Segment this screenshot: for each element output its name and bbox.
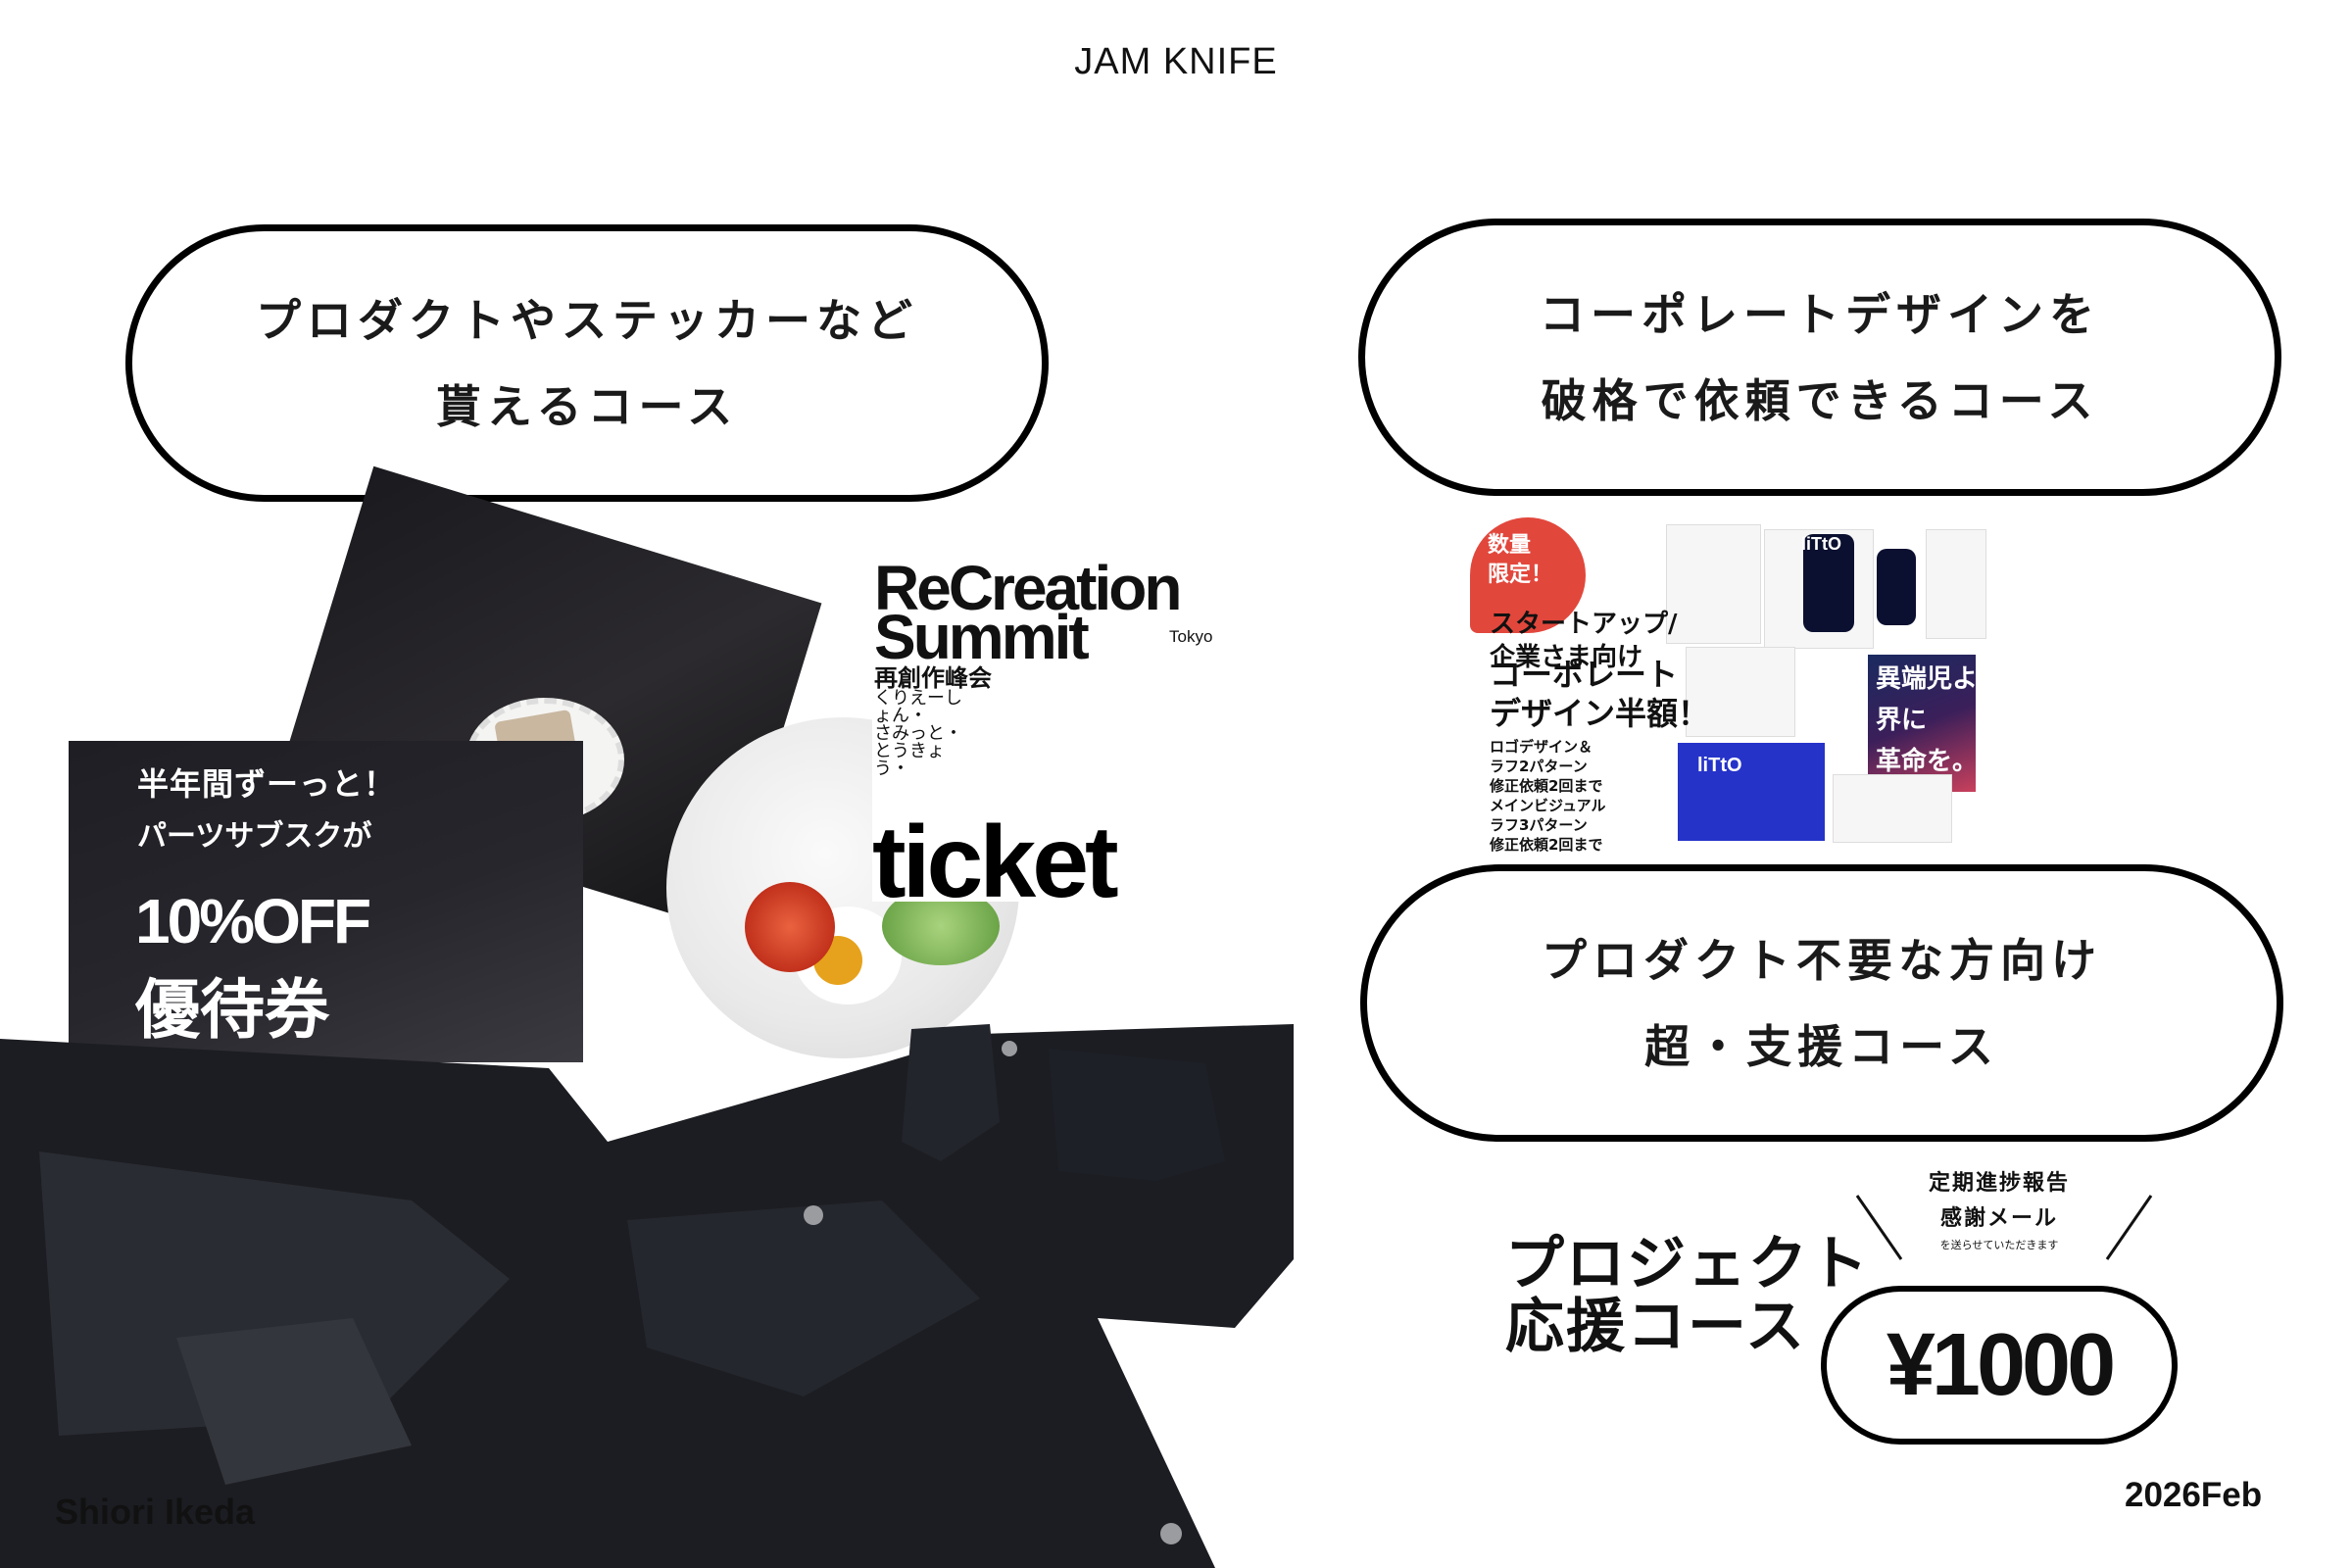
ticket-name: とうきょ [874,741,945,761]
flyer-detail: メインビジュアル [1490,797,1606,814]
flyer-headline-line: コーポレート [1490,656,1679,693]
limited-badge [1470,517,1586,633]
coupon-card [69,741,583,1062]
ticket-name: くりえーし [874,688,962,709]
corporate-course-line1: コーポレートデザインを [1540,287,2100,341]
product-course-line2: 貰えるコース [435,379,739,433]
support-course-line2: 超・支援コース [1644,1019,1999,1073]
flyer-headline-line: デザイン半額！ [1490,695,1710,732]
project-course-title: プロジェクト 応援コース [1505,1233,1870,1358]
corporate-course-line2: 破格で依頼できるコース [1541,373,2099,427]
note-line3: を送らせていただきます [1939,1239,2059,1251]
ticket-card [872,564,1259,902]
note-line2: 感謝メール [1939,1206,2058,1231]
flyer-logo: liTtO [1697,755,1742,776]
flyer-target: スタートアップ/ 企業さま向け [1490,608,1678,674]
badge-line: 数量 [1488,533,1532,558]
ticket-title-line1: ReCreation [874,553,1182,623]
support-course-line1: プロダクト不要な方向け [1542,933,2102,987]
logo-sketch-sheet [1666,524,1761,644]
project-title-line1: プロジェクト [1505,1230,1870,1298]
flyer-details: ロゴデザイン＆ ラフ2パターン 修正依頼2回まで メインビジュアル ラフ3パター… [1490,737,1606,855]
ticket-word: ticket [872,806,1119,919]
price-button[interactable]: ¥1000 [1821,1286,2178,1445]
flyer-detail: ラフ3パターン [1490,816,1588,834]
flyer-target-line: 企業さま向け [1490,643,1643,672]
brand-title: JAM KNIFE [1074,41,1278,82]
flyer-detail: 修正依頼2回まで [1490,777,1603,795]
ticket-title: ReCreation Summit [874,553,1182,672]
ticket-name: ょん・ [874,706,927,726]
corporate-course-card[interactable]: コーポレートデザインを 破格で依頼できるコース [1358,219,2281,496]
flyer-detail: ロゴデザイン＆ [1490,738,1593,756]
ticket-title-line2: Summit [874,602,1090,672]
blue-package-image [1678,743,1825,841]
denim-photo [0,1024,1294,1568]
ticket-subtitle: 再創作峰会 [874,664,992,692]
mug-image [1833,774,1952,843]
poster-line: 界に [1876,706,1928,735]
support-course-card[interactable]: プロダクト不要な方向け 超・支援コース [1360,864,2283,1142]
ticket-names: くりえーし ょん・ さみっと・ とうきょ う・ [874,690,982,778]
revolution-poster [1868,655,1976,792]
coupon-line2: パーツサブスクが [137,819,372,854]
project-title-line2: 応援コース [1505,1293,1806,1361]
stamp-sheet [1686,647,1795,737]
ticket-name: さみっと・ [874,723,962,744]
badge-line: 限定！ [1488,563,1553,587]
limited-badge-text: 数量 限定！ [1488,531,1552,590]
project-benefit-note: 定期進捗報告 感謝メール を送らせていただきます [1862,1166,2136,1252]
coupon-line1: 半年間ずーっと！ [137,765,397,803]
note-line1: 定期進捗報告 [1928,1171,2070,1196]
flyer-headline: コーポレート デザイン半額！ [1490,655,1709,733]
tomato-image [745,882,835,972]
app-screens-sheet [1926,529,1986,639]
poster-line: 異端児よ、 [1876,664,2004,694]
flyer-detail: 修正依頼2回まで [1490,836,1603,854]
product-course-line1: プロダクトやステッカーなど [256,293,918,347]
flyer-target-line: スタートアップ/ [1490,610,1678,639]
flyer-logo-phone: liTtO [1801,534,1841,554]
flyer-detail: ラフ2パターン [1490,758,1588,775]
phone-mockup [1803,534,1854,632]
date-label: 2026Feb [2125,1476,2263,1514]
phone-mockup [1877,549,1916,625]
coupon-discount: 10%OFF [135,886,371,956]
note-slash-marks [1855,1195,2153,1260]
coupon-label: 優待券 [135,972,329,1048]
ticket-name: う・ [874,759,909,779]
ticket-city: Tokyo [1169,627,1213,646]
poster-line: 革命を。 [1876,747,1979,776]
author-name: Shiori Ikeda [55,1492,256,1532]
product-course-card[interactable]: プロダクトやステッカーなど 貰えるコース [125,224,1049,502]
poster-text: 異端児よ、 界に 革命を。 [1876,659,2003,782]
